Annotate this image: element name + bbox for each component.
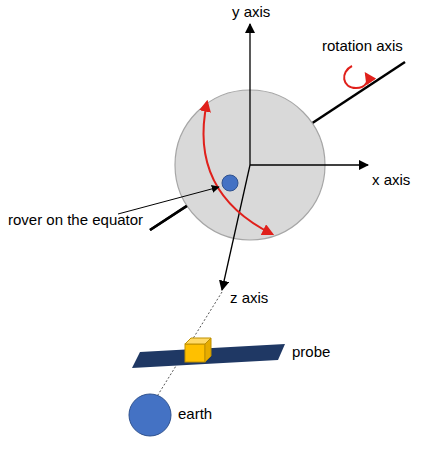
rotation-axis-line xyxy=(150,206,187,230)
rover-dot xyxy=(222,175,238,191)
label: earth xyxy=(178,406,212,423)
probe-body xyxy=(205,338,211,362)
label: rover on the equator xyxy=(8,212,143,229)
label: y axis xyxy=(232,4,270,21)
label: z axis xyxy=(230,290,268,307)
rotation-symbol xyxy=(344,66,367,88)
line-of-sight xyxy=(156,292,222,398)
z-axis-arrow xyxy=(222,165,250,290)
label: x axis xyxy=(372,172,410,189)
probe-body xyxy=(185,344,205,362)
y-axis-arrow xyxy=(249,24,250,165)
label: rotation axis xyxy=(322,38,403,55)
x-axis-arrow xyxy=(250,164,368,165)
leader-line xyxy=(118,187,219,214)
label: probe xyxy=(292,344,330,361)
rotation-arc xyxy=(203,102,272,234)
earth-circle xyxy=(129,394,171,436)
